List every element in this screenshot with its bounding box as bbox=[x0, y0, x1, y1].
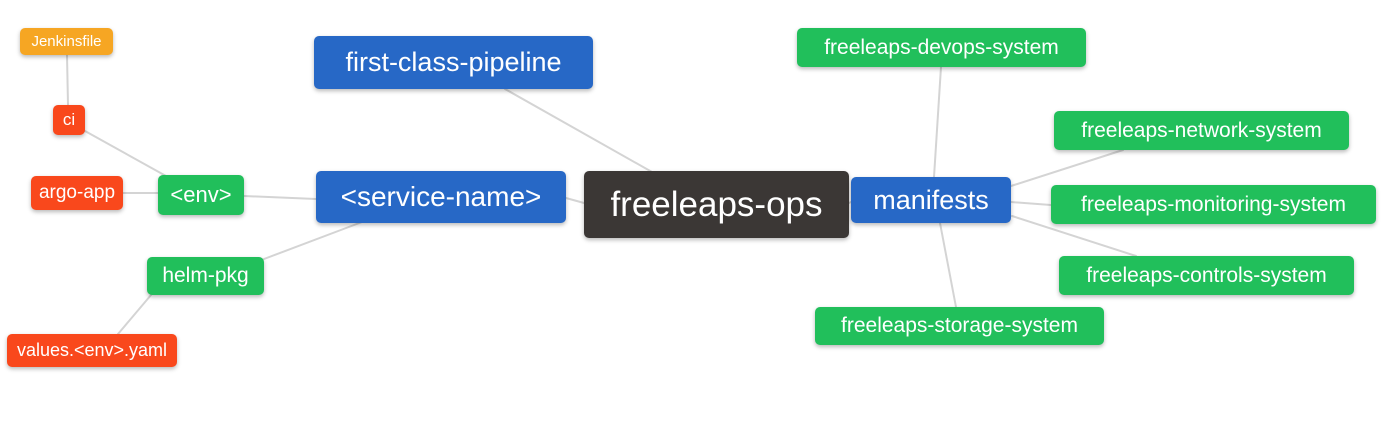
node-argo-app[interactable]: argo-app bbox=[31, 176, 123, 210]
node-monitoring-system[interactable]: freeleaps-monitoring-system bbox=[1051, 185, 1376, 224]
node-network-system[interactable]: freeleaps-network-system bbox=[1054, 111, 1349, 150]
edge-manifests-devops bbox=[933, 66, 942, 178]
edge-manifests-network bbox=[1010, 149, 1124, 187]
edge-ci-env bbox=[84, 130, 167, 177]
node-root-freeleaps-ops[interactable]: freeleaps-ops bbox=[584, 171, 849, 238]
edge-manifests-monitoring bbox=[1010, 201, 1052, 206]
node-helm-pkg[interactable]: helm-pkg bbox=[147, 257, 264, 295]
edge-env-service-name bbox=[243, 195, 317, 200]
node-service-name[interactable]: <service-name> bbox=[316, 171, 566, 223]
node-manifests[interactable]: manifests bbox=[851, 177, 1011, 223]
node-env[interactable]: <env> bbox=[158, 175, 244, 215]
edge-values-helm-pkg bbox=[117, 294, 152, 335]
edge-pipeline-root bbox=[504, 88, 653, 173]
node-jenkinsfile[interactable]: Jenkinsfile bbox=[20, 28, 113, 55]
edge-manifests-storage bbox=[939, 222, 957, 308]
node-ci[interactable]: ci bbox=[53, 105, 85, 135]
node-devops-system[interactable]: freeleaps-devops-system bbox=[797, 28, 1086, 67]
edge-service-name-root bbox=[565, 197, 585, 204]
node-values-env-yaml[interactable]: values.<env>.yaml bbox=[7, 334, 177, 367]
node-storage-system[interactable]: freeleaps-storage-system bbox=[815, 307, 1104, 345]
edge-helm-pkg-service-name bbox=[263, 221, 363, 260]
edge-jenkinsfile-ci bbox=[66, 54, 69, 106]
node-first-class-pipeline[interactable]: first-class-pipeline bbox=[314, 36, 593, 89]
node-controls-system[interactable]: freeleaps-controls-system bbox=[1059, 256, 1354, 295]
